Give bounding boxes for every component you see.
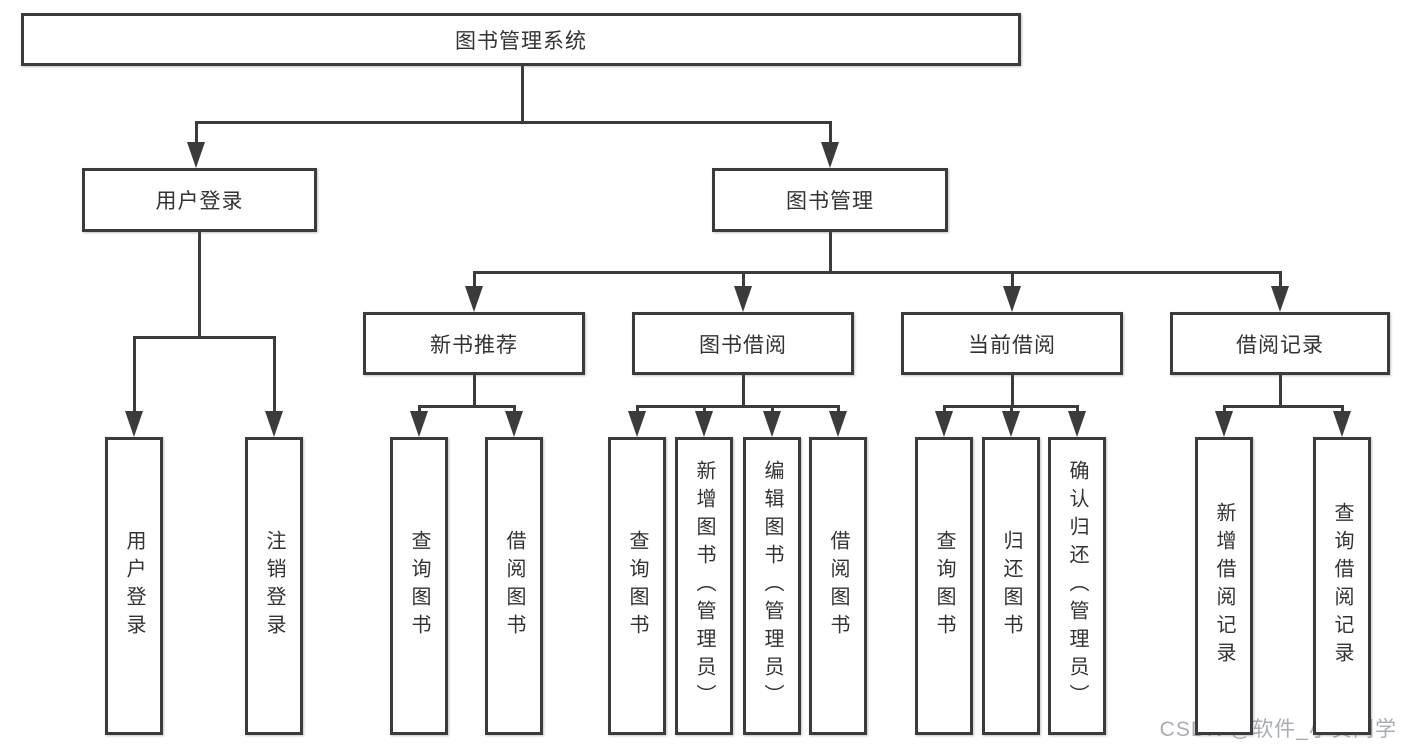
diagram-node-cb-return: 归还图书 (982, 437, 1040, 735)
diagram-node-nbr-query: 查询图书 (390, 437, 448, 735)
connector-line (418, 405, 421, 415)
node-label: 新增借阅记录 (1213, 502, 1235, 670)
arrow-down-head (763, 411, 781, 437)
arrow-down-head (734, 286, 752, 312)
arrow-down-head (821, 142, 839, 168)
connector-line (1279, 271, 1282, 291)
connector-line (943, 405, 946, 415)
node-label: 注销登录 (263, 530, 285, 642)
node-label: 查询图书 (933, 530, 955, 642)
diagram-node-logout-leaf: 注销登录 (245, 437, 303, 735)
connector-line (636, 405, 639, 415)
connector-line (1223, 405, 1344, 408)
diagram-node-br-add: 新增借阅记录 (1195, 437, 1253, 735)
connector-line (742, 271, 745, 291)
connector-line (198, 232, 201, 338)
diagram-node-user-login: 用户登录 (82, 168, 317, 232)
node-label: 编辑图书（管理员） (761, 460, 783, 712)
node-label: 图书借阅 (699, 333, 787, 357)
diagram-node-current-borrowing: 当前借阅 (901, 312, 1123, 375)
connector-line (829, 121, 832, 147)
connector-line (829, 232, 832, 273)
arrow-down-head (125, 411, 143, 437)
arrow-down-head (1003, 286, 1021, 312)
arrow-down-head (505, 411, 523, 437)
connector-line (418, 405, 516, 408)
connector-line (1011, 375, 1014, 407)
diagram-node-br-query: 查询借阅记录 (1313, 437, 1371, 735)
arrow-down-head (465, 286, 483, 312)
node-label: 用户登录 (123, 530, 145, 642)
arrow-down-head (1333, 411, 1351, 437)
diagram-node-book-borrowing: 图书借阅 (632, 312, 854, 375)
connector-line (636, 405, 840, 408)
arrow-down-head (1068, 411, 1086, 437)
node-label: 查询图书 (626, 530, 648, 642)
connector-line (195, 121, 198, 147)
diagram-node-nbr-borrow: 借阅图书 (485, 437, 543, 735)
node-label: 当前借阅 (968, 333, 1056, 357)
connector-line (703, 405, 706, 415)
diagram-node-bb-add-admin: 新增图书（管理员） (675, 437, 733, 735)
arrow-down-head (1271, 286, 1289, 312)
arrow-down-head (265, 411, 283, 437)
connector-line (1341, 405, 1344, 415)
connector-line (133, 336, 276, 339)
diagram-node-bb-borrow: 借阅图书 (809, 437, 867, 735)
node-label: 借阅图书 (827, 530, 849, 642)
arrow-down-head (695, 411, 713, 437)
diagram-node-user-login-leaf: 用户登录 (105, 437, 163, 735)
connector-line (742, 375, 745, 407)
node-label: 查询图书 (408, 530, 430, 642)
node-label: 用户登录 (155, 190, 244, 213)
connector-line (133, 336, 136, 414)
connector-line (473, 375, 476, 407)
diagram-node-new-book-rec: 新书推荐 (363, 312, 585, 375)
connector-line (1010, 405, 1013, 415)
diagram-node-cb-query: 查询图书 (915, 437, 973, 735)
arrow-down-head (829, 411, 847, 437)
node-label: 查询借阅记录 (1331, 502, 1353, 670)
connector-line (473, 271, 1282, 274)
node-label: 图书管理 (786, 190, 874, 213)
connector-line (1076, 405, 1079, 415)
node-label: 借阅图书 (503, 530, 525, 642)
diagram-node-cb-confirm-admin: 确认归还（管理员） (1048, 437, 1106, 735)
node-label: 图书管理系统 (455, 29, 587, 53)
arrow-down-head (935, 411, 953, 437)
connector-line (273, 336, 276, 414)
arrow-down-head (187, 142, 205, 168)
node-label: 借阅记录 (1236, 333, 1324, 357)
connector-line (1223, 405, 1226, 415)
diagram-node-borrowing-records: 借阅记录 (1170, 312, 1390, 375)
arrow-down-head (628, 411, 646, 437)
diagram-node-root: 图书管理系统 (21, 13, 1021, 66)
connector-line (1279, 375, 1282, 407)
node-label: 新增图书（管理员） (693, 460, 715, 712)
connector-line (195, 121, 832, 124)
diagram-node-bb-edit-admin: 编辑图书（管理员） (743, 437, 801, 735)
diagram-node-bb-query: 查询图书 (608, 437, 666, 735)
node-label: 新书推荐 (430, 333, 518, 357)
arrow-down-head (410, 411, 428, 437)
connector-line (837, 405, 840, 415)
connector-line (521, 66, 524, 122)
diagram-node-book-mgmt: 图书管理 (712, 168, 948, 232)
connector-line (1011, 271, 1014, 291)
node-label: 归还图书 (1000, 530, 1022, 642)
node-label: 确认归还（管理员） (1066, 460, 1088, 712)
connector-line (473, 271, 476, 291)
arrow-down-head (1002, 411, 1020, 437)
connector-line (771, 405, 774, 415)
arrow-down-head (1215, 411, 1233, 437)
connector-line (513, 405, 516, 415)
